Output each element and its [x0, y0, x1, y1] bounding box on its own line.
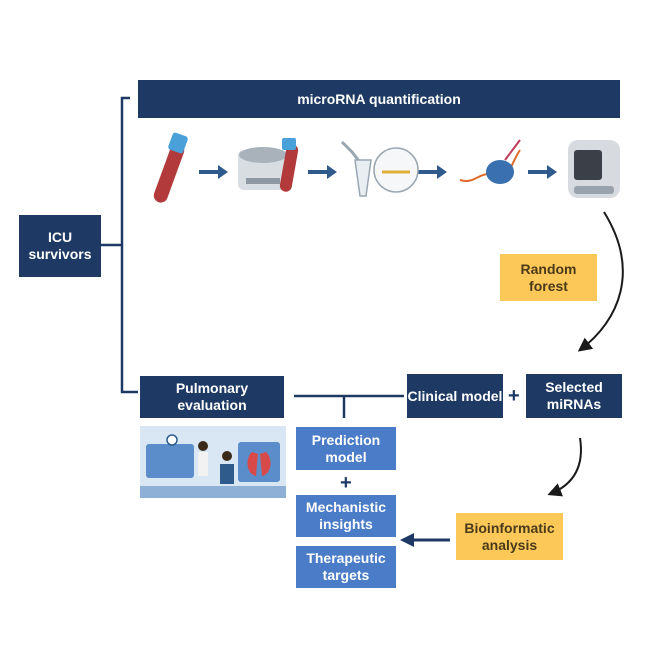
workflow-header: microRNA quantification: [138, 80, 620, 118]
workflow-arrow: [199, 165, 228, 179]
bracket-line: [120, 96, 138, 394]
plus-sign-top: +: [508, 385, 520, 407]
curve-arrow-2: [547, 437, 582, 497]
plus-sign-bottom: +: [340, 472, 352, 494]
selected-mirnas-label: Selected miRNAs: [545, 379, 603, 412]
workflow-arrows: [199, 165, 557, 179]
arrow-to-outputs-head: [400, 533, 414, 547]
workflow-header-label: microRNA quantification: [297, 90, 461, 107]
curve-arrow-1: [577, 211, 624, 352]
random-forest-box: Random forest: [500, 254, 597, 301]
pulmonary-illustration: [140, 426, 286, 498]
pulmonary-evaluation-box: Pulmonary evaluation: [140, 376, 284, 418]
rna-enzyme-icon: [459, 139, 521, 184]
clinical-model-label: Clinical model: [407, 387, 503, 404]
icu-survivors-box: ICU survivors: [19, 215, 101, 277]
therapeutic-targets-label: Therapeutic targets: [306, 550, 386, 583]
bioinformatic-analysis-label: Bioinformatic analysis: [464, 519, 555, 553]
prediction-model-box: Prediction model: [296, 427, 396, 470]
selected-mirnas-box: Selected miRNAs: [526, 374, 622, 418]
centrifuge-icon: [238, 138, 299, 192]
workflow-arrow: [528, 165, 557, 179]
blood-tube-icon: [153, 132, 188, 203]
prediction-model-label: Prediction model: [311, 431, 381, 465]
workflow-arrow: [418, 165, 447, 179]
therapeutic-targets-box: Therapeutic targets: [296, 546, 396, 588]
icu-survivors-label: ICU survivors: [28, 229, 92, 262]
mechanistic-insights-box: Mechanistic insights: [296, 495, 396, 537]
random-forest-label: Random forest: [520, 260, 577, 294]
pulmonary-evaluation-label: Pulmonary evaluation: [175, 380, 249, 413]
clinical-model-box: Clinical model: [407, 374, 503, 418]
pcr-machine-icon: [568, 140, 620, 198]
bioinformatic-analysis-box: Bioinformatic analysis: [456, 513, 563, 560]
pipette-tube-icon: [340, 140, 419, 197]
workflow-arrow: [308, 165, 337, 179]
mechanistic-insights-label: Mechanistic insights: [305, 499, 387, 532]
